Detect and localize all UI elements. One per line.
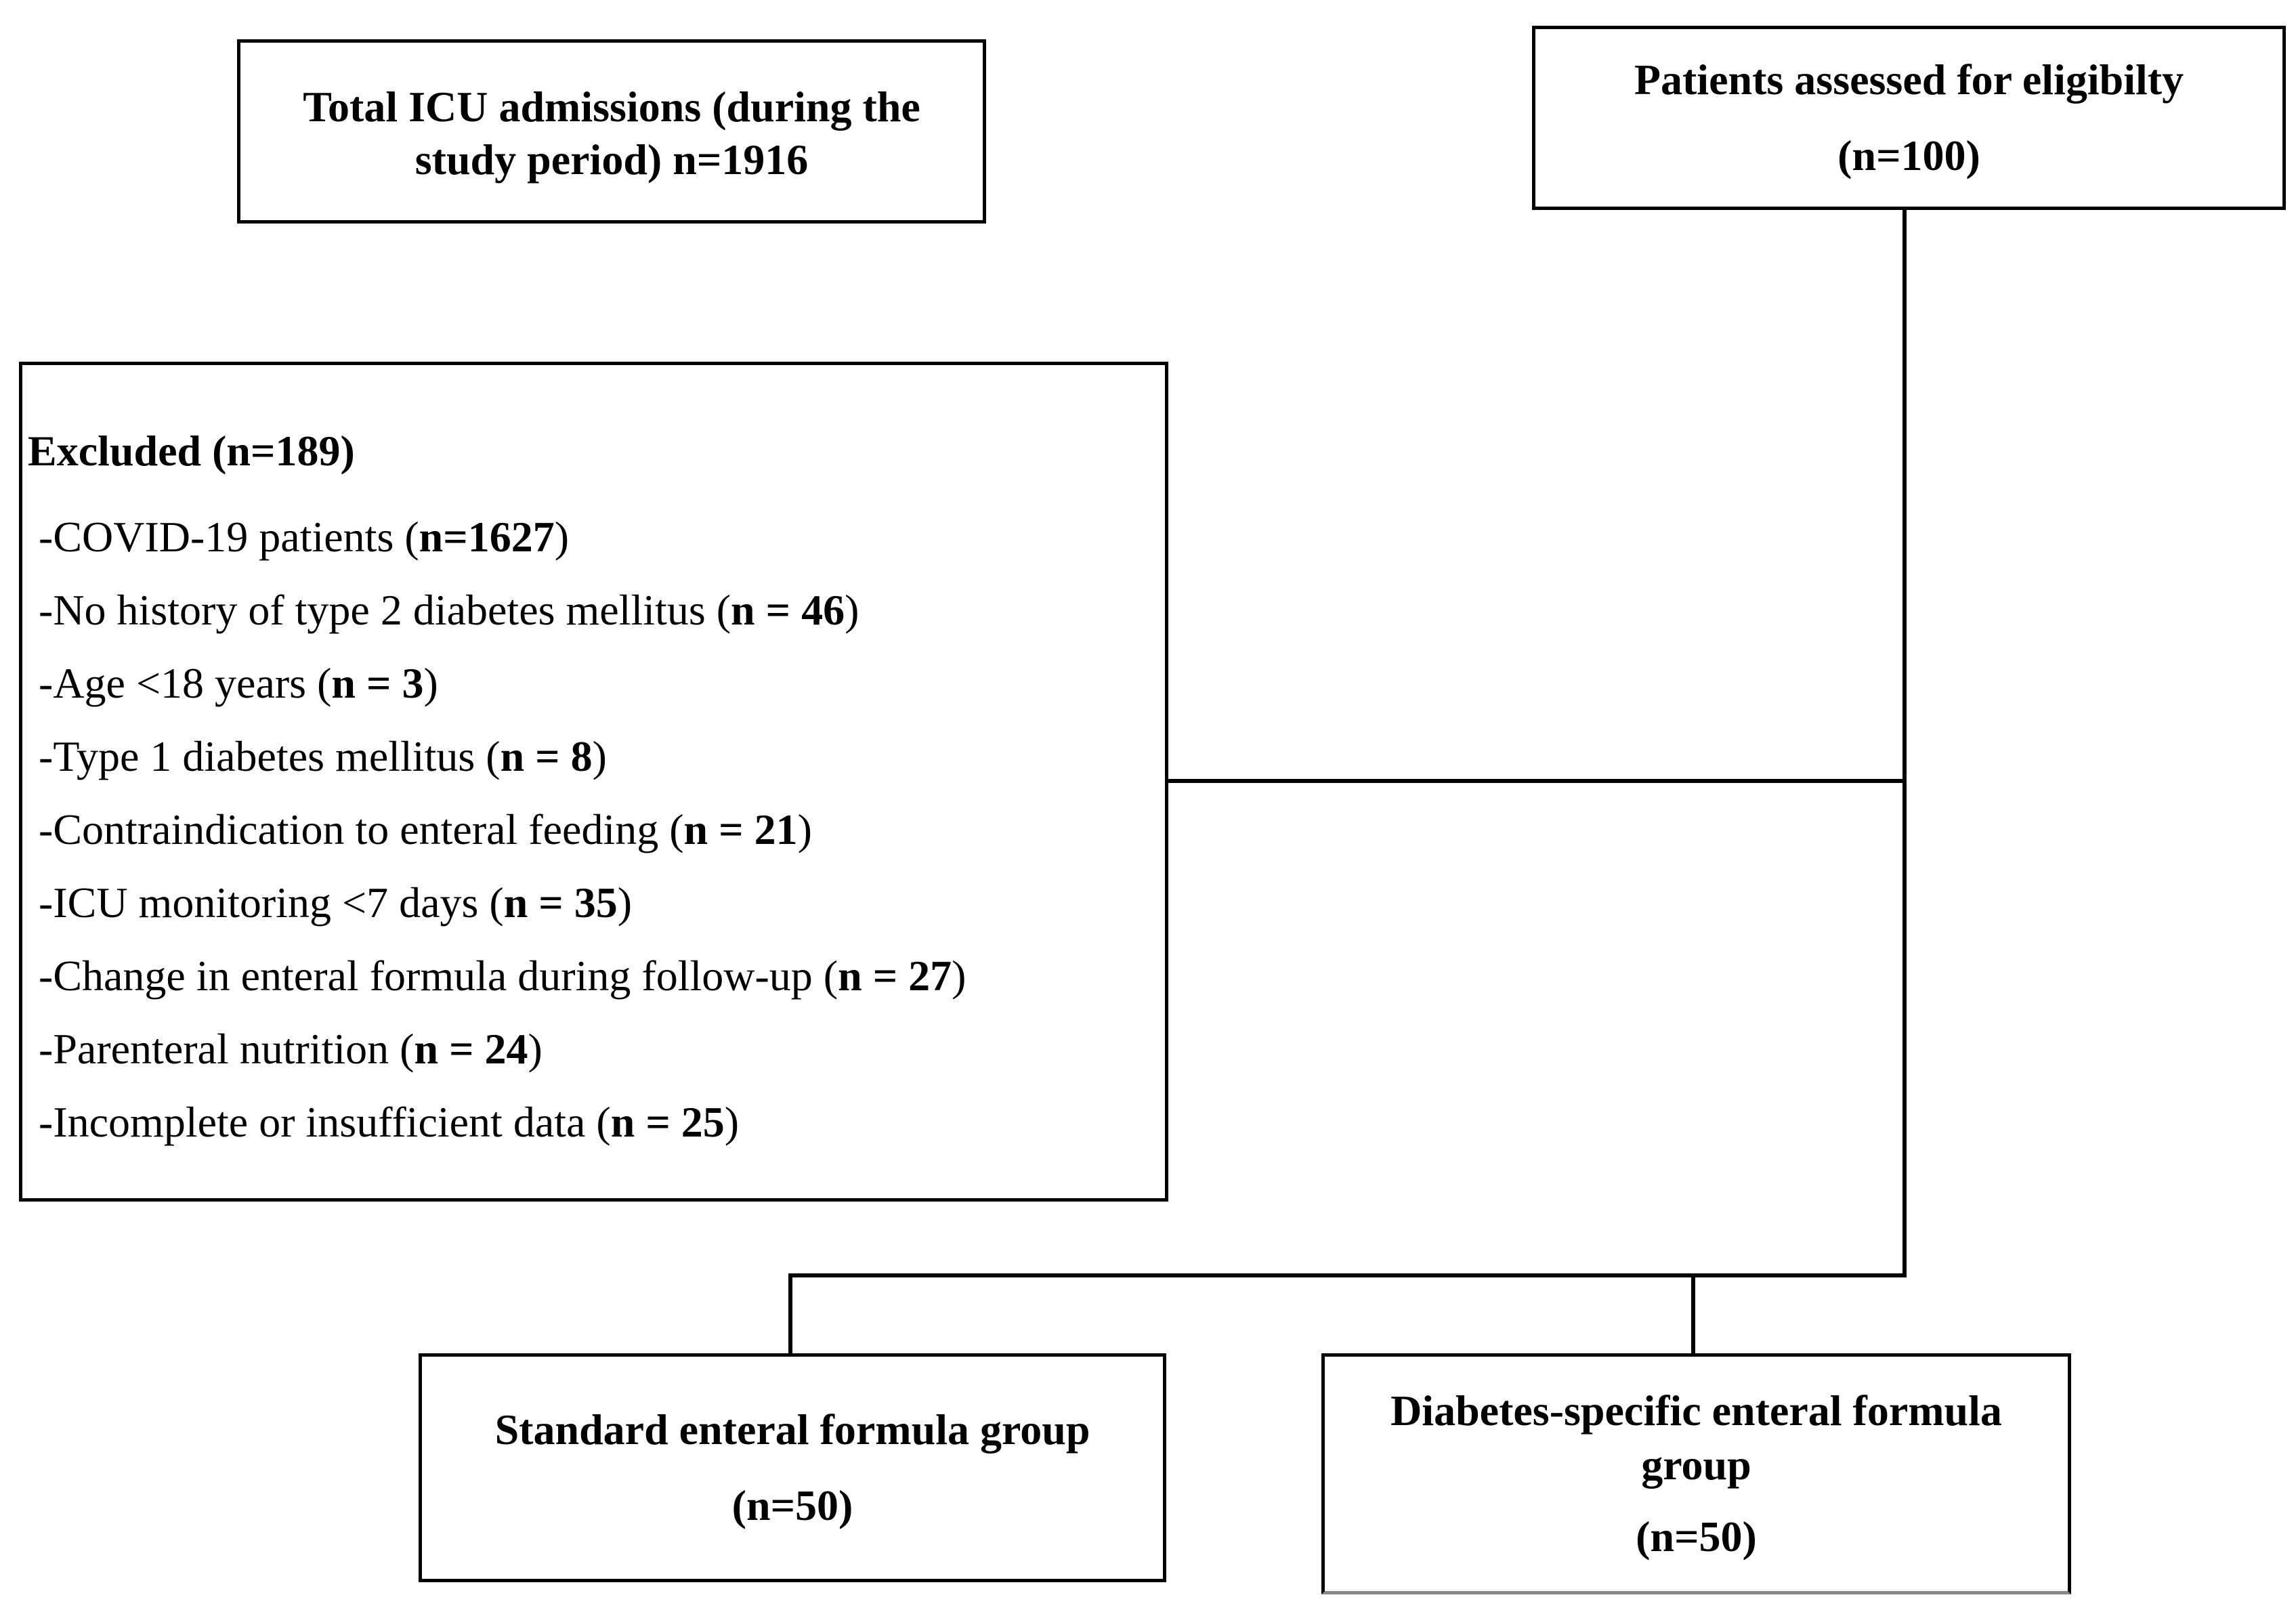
diabetes-group-line3: (n=50) [1636,1512,1757,1561]
excluded-item-count: n = 8 [500,732,593,780]
excluded-item-close: ) [617,878,633,927]
connector-excluded-horizontal [1168,779,1907,783]
excluded-item-close: ) [797,805,812,853]
total-admissions-line2: study period) n=1916 [414,135,809,184]
excluded-item-close: ) [528,1025,543,1073]
excluded-item: -Change in enteral formula during follow… [39,939,966,1013]
standard-group-line1: Standard enteral formula group [494,1405,1090,1454]
excluded-item-text: -Type 1 diabetes mellitus ( [39,732,501,780]
connector-eligibility-vertical [1902,210,1907,1277]
excluded-item-text: -Incomplete or insufficient data ( [39,1098,611,1146]
excluded-list: -COVID-19 patients (n=1627) -No history … [39,501,966,1159]
eligibility-line1: Patients assessed for eligibilty [1634,56,2184,104]
excluded-item-text: -COVID-19 patients ( [39,513,419,561]
excluded-item-count: n = 27 [838,952,952,1000]
excluded-item-text: -Parenteral nutrition ( [39,1025,414,1073]
excluded-item: -Age <18 years (n = 3) [39,647,966,720]
excluded-item-count: n = 46 [731,586,845,634]
total-admissions-line1: Total ICU admissions (during the [303,83,920,131]
connector-diabetes-vertical [1691,1273,1695,1353]
eligibility-box: Patients assessed for eligibilty (n=100) [1532,26,2286,210]
excluded-item-close: ) [724,1098,740,1146]
excluded-item-close: ) [952,952,966,1000]
standard-group-box: Standard enteral formula group (n=50) [419,1353,1166,1582]
excluded-item-close: ) [554,513,570,561]
excluded-item-count: n = 25 [610,1098,725,1146]
excluded-item: -Parenteral nutrition (n = 24) [39,1013,966,1086]
diabetes-group-line1: Diabetes-specific enteral formula [1390,1386,2002,1435]
connector-standard-vertical [788,1273,792,1353]
excluded-item-text: -Age <18 years ( [39,659,332,707]
excluded-item: -Incomplete or insufficient data (n = 25… [39,1086,966,1159]
diabetes-group-box: Diabetes-specific enteral formula group … [1321,1353,2071,1594]
excluded-item-text: -ICU monitoring <7 days ( [39,878,504,927]
excluded-item: -ICU monitoring <7 days (n = 35) [39,866,966,939]
excluded-item-close: ) [592,732,607,780]
excluded-item-close: ) [423,659,438,707]
excluded-item: -No history of type 2 diabetes mellitus … [39,574,966,647]
excluded-item-text: -Change in enteral formula during follow… [39,952,838,1000]
excluded-item-count: n = 3 [331,659,424,707]
total-admissions-box: Total ICU admissions (during the study p… [237,39,986,224]
excluded-item-close: ) [845,586,859,634]
eligibility-line2: (n=100) [1837,131,1980,179]
standard-group-line2: (n=50) [731,1481,853,1529]
excluded-box: Excluded (n=189) -COVID-19 patients (n=1… [19,362,1168,1202]
excluded-title: Excluded (n=189) [28,427,355,475]
excluded-item-count: n = 35 [503,878,618,927]
excluded-item: -COVID-19 patients (n=1627) [39,501,966,574]
diabetes-group-line2: group [1641,1441,1751,1489]
excluded-item-text: -Contraindication to enteral feeding ( [39,805,684,853]
excluded-item-text: -No history of type 2 diabetes mellitus … [39,586,731,634]
excluded-item-count: n = 24 [414,1025,528,1073]
excluded-item-count: n = 21 [683,805,798,853]
excluded-item: -Contraindication to enteral feeding (n … [39,793,966,866]
excluded-item: -Type 1 diabetes mellitus (n = 8) [39,720,966,793]
excluded-item-count: n=1627 [419,513,555,561]
connector-groups-horizontal [788,1273,1907,1277]
